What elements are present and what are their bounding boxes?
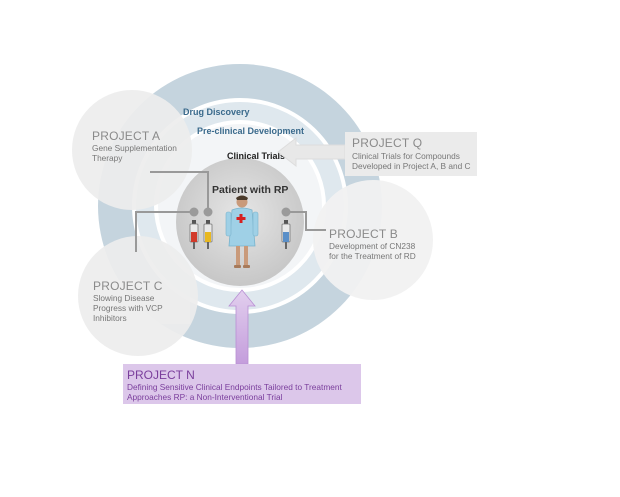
syringe-red-icon (189, 220, 199, 249)
connector-dot-a (203, 207, 213, 217)
project-c-desc-2: Progress with VCP (93, 303, 163, 313)
preclinical-label: Pre-clinical Development (197, 126, 304, 136)
project-n-box (123, 364, 361, 404)
project-b-desc-2: for the Treatment of RD (329, 251, 416, 261)
patient-figure-icon (225, 195, 259, 268)
clinical-trials-label: Clinical Trials (227, 151, 285, 161)
project-q-desc-2: Developed in Project A, B and C (352, 161, 471, 171)
project-n-desc-2: Approaches RP: a Non-Interventional Tria… (127, 392, 283, 402)
project-c-title: PROJECT C (93, 279, 163, 293)
project-a-circle (72, 90, 192, 210)
project-a-desc-1: Gene Supplementation (92, 143, 177, 153)
project-b-desc-1: Development of CN238 (329, 241, 416, 251)
connector-dot-b (281, 207, 291, 217)
connector-a (150, 171, 209, 212)
connector-dot-c (189, 207, 199, 217)
project-n-desc-1: Defining Sensitive Clinical Endpoints Ta… (127, 382, 342, 392)
project-c-desc-1: Slowing Disease (93, 293, 155, 303)
project-b-circle (313, 180, 433, 300)
project-c-label-panel (88, 280, 190, 324)
project-q-desc-1: Clinical Trials for Compounds (352, 151, 460, 161)
project-a-title: PROJECT A (92, 129, 160, 143)
connector-b (286, 211, 326, 231)
project-c-desc-3: Inhibitors (93, 313, 127, 323)
syringe-blue-icon (281, 220, 291, 249)
syringe-yellow-icon (203, 220, 213, 249)
drug-discovery-label: Drug Discovery (183, 107, 250, 117)
project-n-title: PROJECT N (127, 368, 195, 382)
patient-label: Patient with RP (212, 184, 288, 196)
project-q-arrow (277, 136, 346, 168)
project-a-desc-2: Therapy (92, 153, 123, 163)
project-q-title: PROJECT Q (352, 136, 422, 150)
project-b-title: PROJECT B (329, 227, 398, 241)
project-n-arrow (228, 289, 256, 365)
project-q-box (345, 132, 477, 176)
connector-c (135, 211, 194, 252)
